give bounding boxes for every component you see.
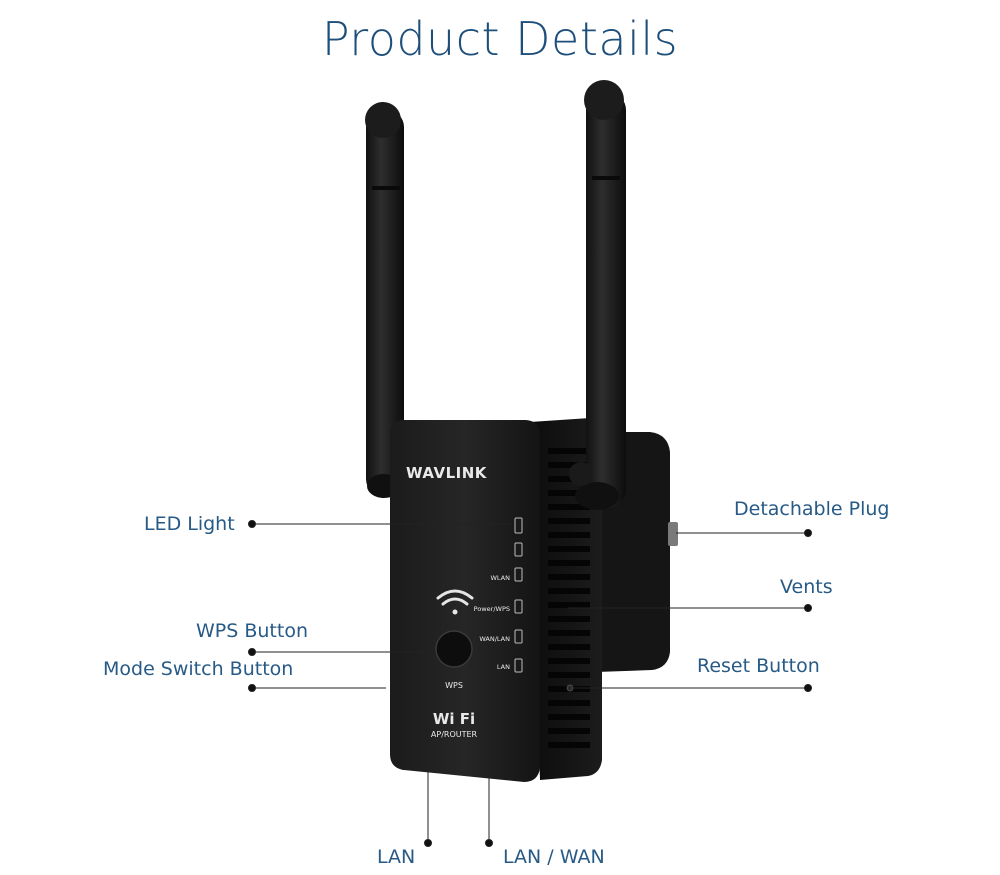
vent-slot: [548, 672, 590, 678]
vent-slot: [548, 728, 590, 734]
vent-slot: [548, 602, 590, 608]
vent-slot: [548, 448, 590, 454]
front-panel-shape: WAVLINK WLAN Power/WPS WAN/LAN LAN WPS W…: [390, 420, 540, 782]
right-antenna-shape: [569, 80, 626, 510]
callout-mode-switch-button: Mode Switch Button: [103, 658, 294, 680]
page-title: Product Details: [321, 12, 679, 66]
wps-button-shape: [435, 630, 473, 668]
callout-wps-button: WPS Button: [196, 620, 308, 642]
wifi-logo: Wi Fi: [433, 710, 475, 728]
wifi-signal-icon: [436, 589, 474, 606]
vent-slot: [548, 630, 590, 636]
vent-slot: [548, 532, 590, 538]
vent-slot: [548, 476, 590, 482]
callout-detachable-plug: Detachable Plug: [734, 498, 890, 520]
mode-text: AP/ROUTER: [431, 730, 478, 739]
reset-pinhole-shape: [566, 684, 574, 692]
vent-slot: [548, 490, 590, 496]
brand-logo: WAVLINK: [406, 464, 488, 482]
led-label-wan-lan: WAN/LAN: [479, 635, 510, 643]
led-label-power-wps: Power/WPS: [474, 605, 510, 613]
led-label-wlan: WLAN: [490, 574, 510, 582]
vent-slot: [548, 518, 590, 524]
vent-slot: [548, 560, 590, 566]
vent-slot: [548, 644, 590, 650]
wps-button-text: WPS: [445, 681, 463, 690]
vent-slot: [548, 616, 590, 622]
vent-slot: [548, 504, 590, 510]
vent-slot: [548, 658, 590, 664]
led-label-lan: LAN: [497, 663, 510, 671]
left-antenna-shape: [365, 102, 404, 498]
callout-reset-button: Reset Button: [697, 655, 820, 677]
callout-led-light: LED Light: [144, 513, 235, 535]
vent-slot: [548, 700, 590, 706]
vent-slot: [548, 742, 590, 748]
callout-vents: Vents: [780, 576, 833, 598]
leader-lines: [248, 520, 812, 847]
callout-lan: LAN: [377, 846, 416, 868]
vent-slot: [548, 546, 590, 552]
vent-slot: [548, 714, 590, 720]
vent-slot: [548, 574, 590, 580]
vent-slot: [548, 588, 590, 594]
callout-lan-wan: LAN / WAN: [503, 846, 605, 868]
vent-slot: [548, 462, 590, 468]
